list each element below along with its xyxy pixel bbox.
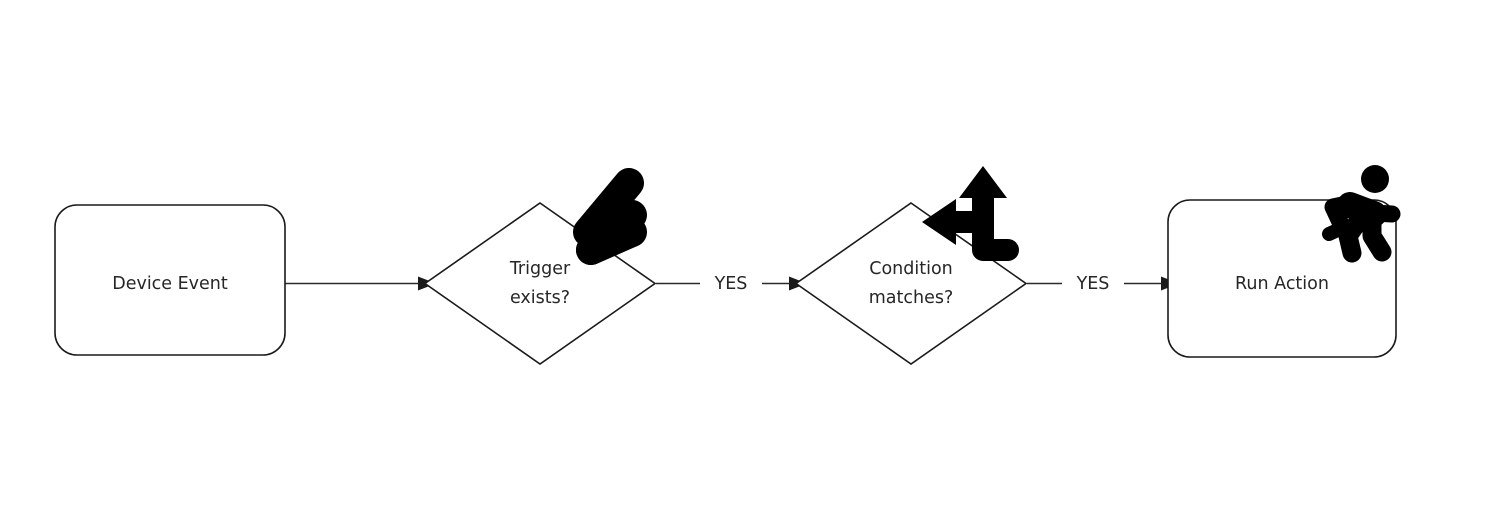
edge-2-label: YES: [714, 274, 748, 294]
lightning-bolt-icon: [573, 168, 647, 265]
running-person-icon: [1322, 165, 1401, 263]
branch-left-arrowhead: [922, 199, 956, 245]
node-condition-matches[interactable]: Condition matches?: [794, 202, 1028, 365]
edge-device-event-to-trigger: [285, 276, 436, 291]
edge-3-label: YES: [1076, 274, 1110, 294]
device-event-label: Device Event: [112, 274, 228, 294]
branch-up-arrowhead: [959, 166, 1007, 198]
node-run-action[interactable]: Run Action: [1167, 199, 1397, 358]
runner-back-arm: [1324, 194, 1361, 231]
runner-trailing-foot: [1322, 221, 1349, 241]
branch-stem-vertical: [972, 175, 1019, 261]
run-action-label: Run Action: [1235, 274, 1329, 294]
runner-head: [1361, 165, 1389, 193]
device-event-box[interactable]: [54, 204, 286, 356]
trigger-exists-label-line1: Trigger: [509, 259, 571, 279]
condition-matches-label-line1: Condition: [869, 259, 953, 279]
node-device-event[interactable]: Device Event: [54, 204, 286, 356]
edge-condition-to-action: YES: [1027, 274, 1179, 294]
lightning-bolt-body: [575, 183, 645, 252]
edge-trigger-to-condition: YES: [656, 274, 807, 294]
runner-rear-leg: [1338, 209, 1370, 263]
condition-matches-label-line2: matches?: [869, 288, 954, 308]
branch-arrow-icon: [922, 166, 1019, 261]
runner-front-leg: [1362, 208, 1392, 262]
run-action-box[interactable]: [1167, 199, 1397, 358]
trigger-exists-label-line2: exists?: [510, 288, 570, 308]
